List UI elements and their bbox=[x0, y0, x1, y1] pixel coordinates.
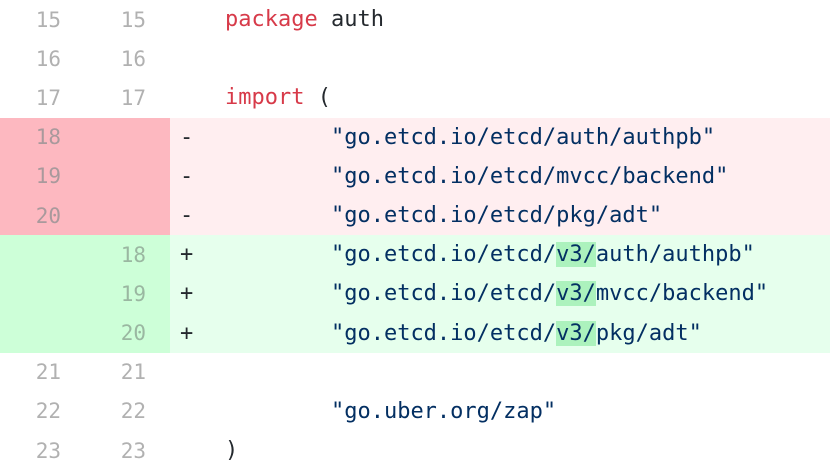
code-token: ( bbox=[317, 85, 331, 111]
line-number-old[interactable]: 18 bbox=[0, 117, 85, 157]
diff-row-addition: 18+ "go.etcd.io/etcd/v3/auth/authpb" bbox=[0, 235, 830, 275]
code-token-highlighted: v3/ bbox=[556, 242, 596, 268]
code-line[interactable]: "go.etcd.io/etcd/v3/mvcc/backend" bbox=[225, 274, 830, 314]
code-token: package bbox=[225, 7, 318, 33]
code-token: "go.etcd.io/etcd/ bbox=[330, 242, 557, 268]
code-token bbox=[318, 7, 331, 32]
diff-marker: + bbox=[170, 313, 225, 353]
diff-row-deletion: 20 - "go.etcd.io/etcd/pkg/adt" bbox=[0, 195, 830, 236]
code-token: "go.etcd.io/etcd/auth/authpb" bbox=[330, 124, 716, 150]
line-number-old[interactable]: 22 bbox=[0, 391, 85, 432]
line-number-new[interactable] bbox=[85, 117, 170, 157]
diff-row-addition: 20+ "go.etcd.io/etcd/v3/pkg/adt" bbox=[0, 313, 830, 353]
line-number-old[interactable] bbox=[0, 235, 85, 275]
code-token: "go.etcd.io/etcd/ bbox=[330, 320, 557, 346]
code-line[interactable]: "go.etcd.io/etcd/auth/authpb" bbox=[225, 117, 830, 157]
diff-row-addition: 19+ "go.etcd.io/etcd/v3/mvcc/backend" bbox=[0, 274, 830, 314]
diff-marker bbox=[170, 78, 225, 118]
code-indent bbox=[225, 281, 331, 306]
code-line[interactable]: "go.etcd.io/etcd/v3/pkg/adt" bbox=[225, 313, 830, 353]
line-number-old[interactable]: 17 bbox=[0, 78, 85, 118]
code-token: mvcc/backend" bbox=[595, 281, 769, 307]
line-number-new[interactable]: 17 bbox=[85, 78, 170, 118]
line-number-new[interactable]: 21 bbox=[85, 352, 170, 392]
line-number-new[interactable]: 15 bbox=[85, 0, 170, 40]
line-number-old[interactable]: 15 bbox=[0, 0, 85, 40]
diff-marker: - bbox=[170, 117, 225, 157]
code-line[interactable]: "go.etcd.io/etcd/pkg/adt" bbox=[225, 195, 830, 236]
line-number-new[interactable]: 18 bbox=[85, 235, 170, 275]
line-number-new[interactable]: 20 bbox=[85, 313, 170, 353]
line-number-old[interactable]: 20 bbox=[0, 195, 85, 236]
code-token: "go.etcd.io/etcd/pkg/adt" bbox=[330, 203, 663, 229]
line-number-old[interactable]: 16 bbox=[0, 39, 85, 79]
code-line[interactable] bbox=[225, 352, 830, 392]
code-indent bbox=[225, 125, 331, 150]
diff-marker bbox=[170, 0, 225, 40]
code-token-highlighted: v3/ bbox=[556, 281, 596, 307]
code-token: auth/authpb" bbox=[595, 242, 755, 268]
code-line[interactable]: ) bbox=[225, 431, 830, 470]
code-indent bbox=[225, 321, 331, 346]
diff-row-deletion: 19 - "go.etcd.io/etcd/mvcc/backend" bbox=[0, 156, 830, 196]
code-line[interactable]: "go.etcd.io/etcd/v3/auth/authpb" bbox=[225, 235, 830, 275]
diff-marker bbox=[170, 39, 225, 79]
line-number-old[interactable]: 19 bbox=[0, 156, 85, 196]
code-indent bbox=[225, 203, 331, 228]
code-line[interactable]: "go.uber.org/zap" bbox=[225, 391, 830, 432]
code-indent bbox=[225, 399, 331, 424]
code-token: "go.etcd.io/etcd/mvcc/backend" bbox=[330, 163, 729, 189]
code-token: "go.uber.org/zap" bbox=[330, 398, 557, 424]
line-number-old[interactable] bbox=[0, 313, 85, 353]
line-number-new[interactable] bbox=[85, 195, 170, 236]
line-number-old[interactable]: 23 bbox=[0, 431, 85, 470]
code-token: ) bbox=[225, 438, 239, 464]
diff-marker: - bbox=[170, 195, 225, 236]
code-token: pkg/adt" bbox=[595, 320, 702, 346]
line-number-new[interactable]: 16 bbox=[85, 39, 170, 79]
line-number-new[interactable]: 23 bbox=[85, 431, 170, 470]
line-number-old[interactable]: 21 bbox=[0, 352, 85, 392]
line-number-old[interactable] bbox=[0, 274, 85, 314]
code-token bbox=[304, 85, 317, 110]
code-line[interactable]: import ( bbox=[225, 78, 830, 118]
diff-marker: + bbox=[170, 235, 225, 275]
code-line[interactable]: "go.etcd.io/etcd/mvcc/backend" bbox=[225, 156, 830, 196]
line-number-new[interactable]: 22 bbox=[85, 391, 170, 432]
code-token: auth bbox=[330, 7, 384, 33]
diff-marker bbox=[170, 431, 225, 470]
code-token-highlighted: v3/ bbox=[556, 320, 596, 346]
code-indent bbox=[225, 164, 331, 189]
line-number-new[interactable]: 19 bbox=[85, 274, 170, 314]
code-line[interactable]: package auth bbox=[225, 0, 830, 40]
code-token: "go.etcd.io/etcd/ bbox=[330, 281, 557, 307]
diff-row-deletion: 18 - "go.etcd.io/etcd/auth/authpb" bbox=[0, 117, 830, 157]
diff-marker bbox=[170, 391, 225, 432]
code-indent bbox=[225, 242, 331, 267]
diff-marker: - bbox=[170, 156, 225, 196]
line-number-new[interactable] bbox=[85, 156, 170, 196]
code-token: import bbox=[225, 85, 305, 111]
diff-marker bbox=[170, 352, 225, 392]
code-line[interactable] bbox=[225, 39, 830, 79]
diff-marker: + bbox=[170, 274, 225, 314]
